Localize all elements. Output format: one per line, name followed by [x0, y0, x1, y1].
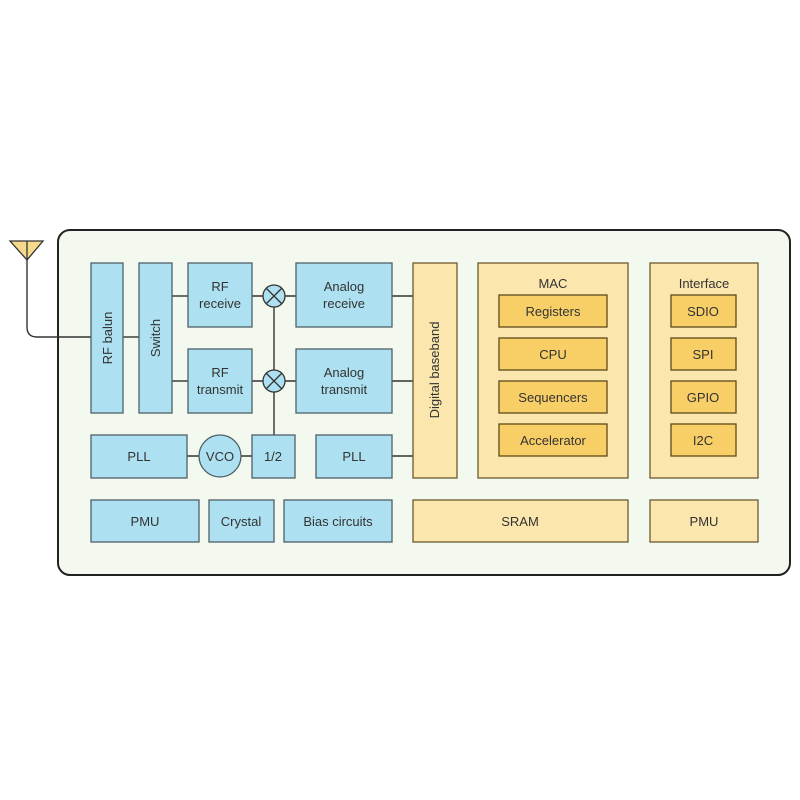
mixer-icon — [262, 369, 286, 393]
analog-receive-label: Analog — [324, 279, 364, 294]
switch-label: Switch — [148, 319, 163, 357]
pll-block: PLL — [90, 434, 188, 479]
interface-item-spi: SPI — [693, 347, 714, 362]
pll-block-right: PLL — [315, 434, 393, 479]
mac-block: MAC Registers CPU Sequencers Accelerator — [477, 262, 629, 479]
crystal-block: Crystal — [208, 499, 275, 543]
analog-transmit-block: Analog transmit — [295, 348, 393, 414]
bias-circuits-label: Bias circuits — [303, 514, 373, 529]
analog-transmit-label: transmit — [321, 382, 368, 397]
pmu-block-analog: PMU — [90, 499, 200, 543]
analog-transmit-label: Analog — [324, 365, 364, 380]
crystal-label: Crystal — [221, 514, 262, 529]
interface-item-i2c: I2C — [693, 433, 713, 448]
rf-balun-label: RF balun — [100, 312, 115, 365]
bias-circuits-block: Bias circuits — [283, 499, 393, 543]
rf-receive-block: RF receive — [187, 262, 253, 328]
mac-item-sequencers: Sequencers — [518, 390, 588, 405]
interface-item-gpio: GPIO — [687, 390, 720, 405]
sram-label: SRAM — [501, 514, 539, 529]
mac-item-accelerator: Accelerator — [520, 433, 586, 448]
pmu-label: PMU — [131, 514, 160, 529]
analog-receive-label: receive — [323, 296, 365, 311]
divider-label: 1/2 — [264, 449, 282, 464]
interface-item-sdio: SDIO — [687, 304, 719, 319]
divider-block: 1/2 — [251, 434, 296, 479]
rf-transmit-label: transmit — [197, 382, 244, 397]
pll-label: PLL — [127, 449, 150, 464]
interface-block: Interface SDIO SPI GPIO I2C — [649, 262, 759, 479]
digital-baseband-block: Digital baseband — [412, 262, 458, 479]
interface-title: Interface — [679, 276, 730, 291]
switch-block: Switch — [138, 262, 173, 414]
rf-transmit-block: RF transmit — [187, 348, 253, 414]
mac-item-registers: Registers — [526, 304, 581, 319]
pll-label: PLL — [342, 449, 365, 464]
vco-label: VCO — [206, 449, 234, 464]
rf-receive-label: receive — [199, 296, 241, 311]
analog-receive-block: Analog receive — [295, 262, 393, 328]
mixer-icon — [262, 284, 286, 308]
pmu-label: PMU — [690, 514, 719, 529]
digital-baseband-label: Digital baseband — [427, 322, 442, 419]
pmu-block-digital: PMU — [649, 499, 759, 543]
sram-block: SRAM — [412, 499, 629, 543]
mac-item-cpu: CPU — [539, 347, 566, 362]
rf-balun-block: RF balun — [90, 262, 124, 414]
mac-title: MAC — [539, 276, 568, 291]
rf-transmit-label: RF — [211, 365, 228, 380]
vco-block: VCO — [198, 434, 242, 478]
antenna-icon — [8, 240, 91, 338]
rf-receive-label: RF — [211, 279, 228, 294]
